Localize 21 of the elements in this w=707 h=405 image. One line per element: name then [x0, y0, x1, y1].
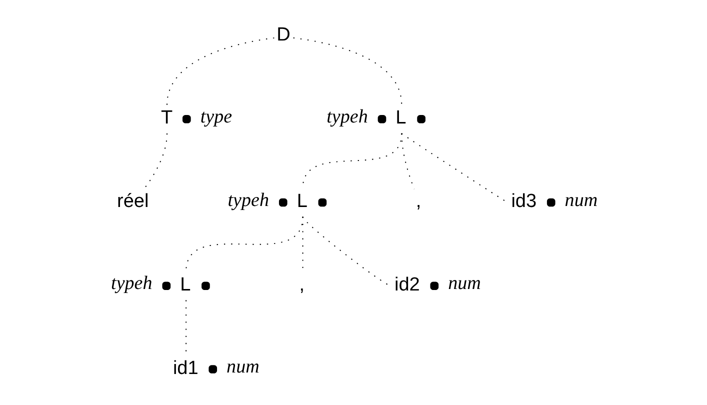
connector: [292, 37, 402, 106]
node-label: id2: [394, 274, 420, 296]
connector: [142, 132, 167, 190]
node-label: id1: [172, 358, 198, 379]
node-label: type: [200, 106, 232, 128]
node-label: typeh: [110, 273, 152, 294]
node-label: num: [564, 190, 598, 211]
node-label: typeh: [326, 106, 368, 128]
node-text: D: [276, 24, 290, 46]
node-text: réel: [116, 191, 148, 212]
node-text: ,: [415, 191, 421, 212]
node-label: L: [395, 108, 406, 129]
node-label: L: [180, 274, 190, 296]
node-label: id3: [510, 191, 536, 212]
node-label: typeh: [227, 190, 269, 211]
node-label: num: [448, 273, 480, 294]
node-label: L: [296, 191, 307, 212]
connector: [166, 37, 274, 106]
node-text: ,: [298, 274, 304, 296]
node-label: num: [226, 356, 259, 378]
node-label: T: [160, 108, 172, 129]
